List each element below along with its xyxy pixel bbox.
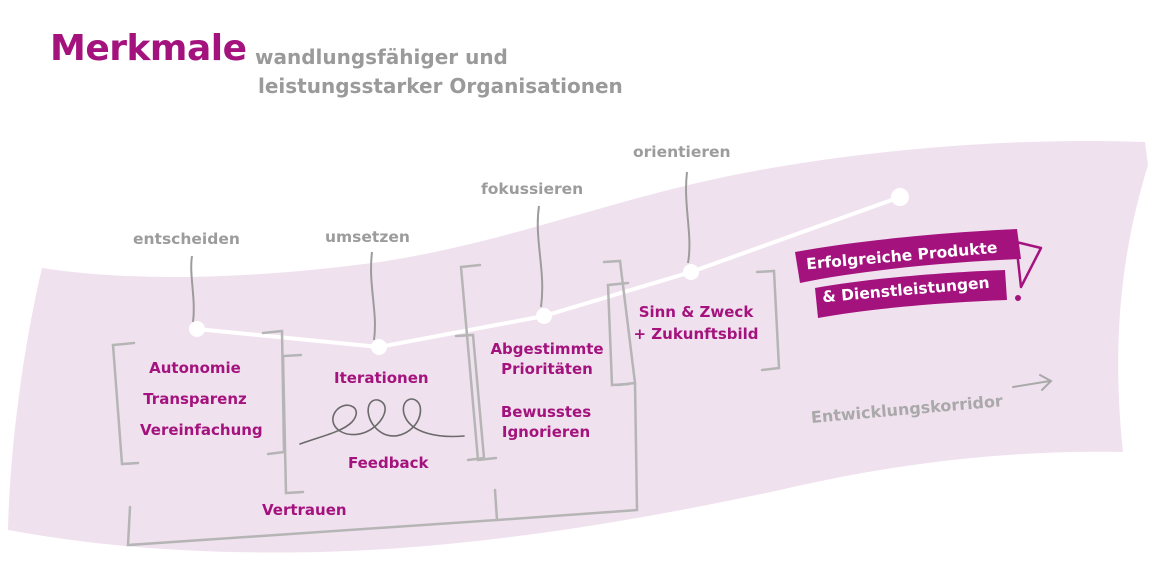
node-end [891,188,909,206]
bracket-g3-left [459,263,498,462]
label-iterationen: Iterationen [334,369,429,387]
result-banner-1 [795,229,1021,283]
label-vereinfachung: Vereinfachung [140,421,263,439]
node-3 [536,308,552,324]
verb-orientieren: orientieren [633,143,731,161]
subtitle-line-1: wandlungsfähiger und [255,45,508,69]
node-1 [189,321,205,337]
subtitle-line-2: leistungsstarker Organisationen [258,74,623,98]
page-subtitle: wandlungsfähiger und leistungsstarker Or… [255,43,623,101]
bracket-g4-right [755,269,781,372]
group-1-labels: Autonomie Transparenz Vereinfachung [140,353,263,446]
tick-orientieren [685,171,691,264]
label-autonomie: Autonomie [149,359,241,377]
bracket-bottom [126,488,499,547]
tick-entscheiden [190,255,195,323]
tick-fokussieren [536,205,544,308]
verb-fokussieren: fokussieren [481,180,584,198]
bracket-g2-right [454,333,486,462]
corridor-arrow-icon [1012,374,1053,391]
label-feedback: Feedback [348,454,429,472]
verb-entscheiden: entscheiden [133,230,240,248]
bracket-g4-left [606,281,631,387]
exclamation-dot [1015,295,1021,301]
node-2 [371,339,387,355]
label-sinn-zweck: Sinn & Zweck + Zukunftsbild [633,303,759,343]
label-bewusstes-ignorieren: Bewusstes Ignorieren [500,403,592,441]
bracket-g2-left [281,353,305,495]
label-vertrauen: Vertrauen [262,501,347,519]
bracket-bottom-2 [495,381,639,522]
tick-umsetzen [370,251,376,341]
feedback-loop-icon [299,398,465,445]
node-4 [683,264,699,280]
label-transparenz: Transparenz [143,390,247,408]
exclamation-icon [1014,240,1043,289]
verb-umsetzen: umsetzen [325,228,410,246]
bracket-g1-left [111,341,140,466]
result-banner-2 [815,270,1007,318]
label-abgestimmte-prioritaeten: Abgestimmte Prioritäten [490,340,604,378]
page-title: Merkmale [50,28,247,69]
